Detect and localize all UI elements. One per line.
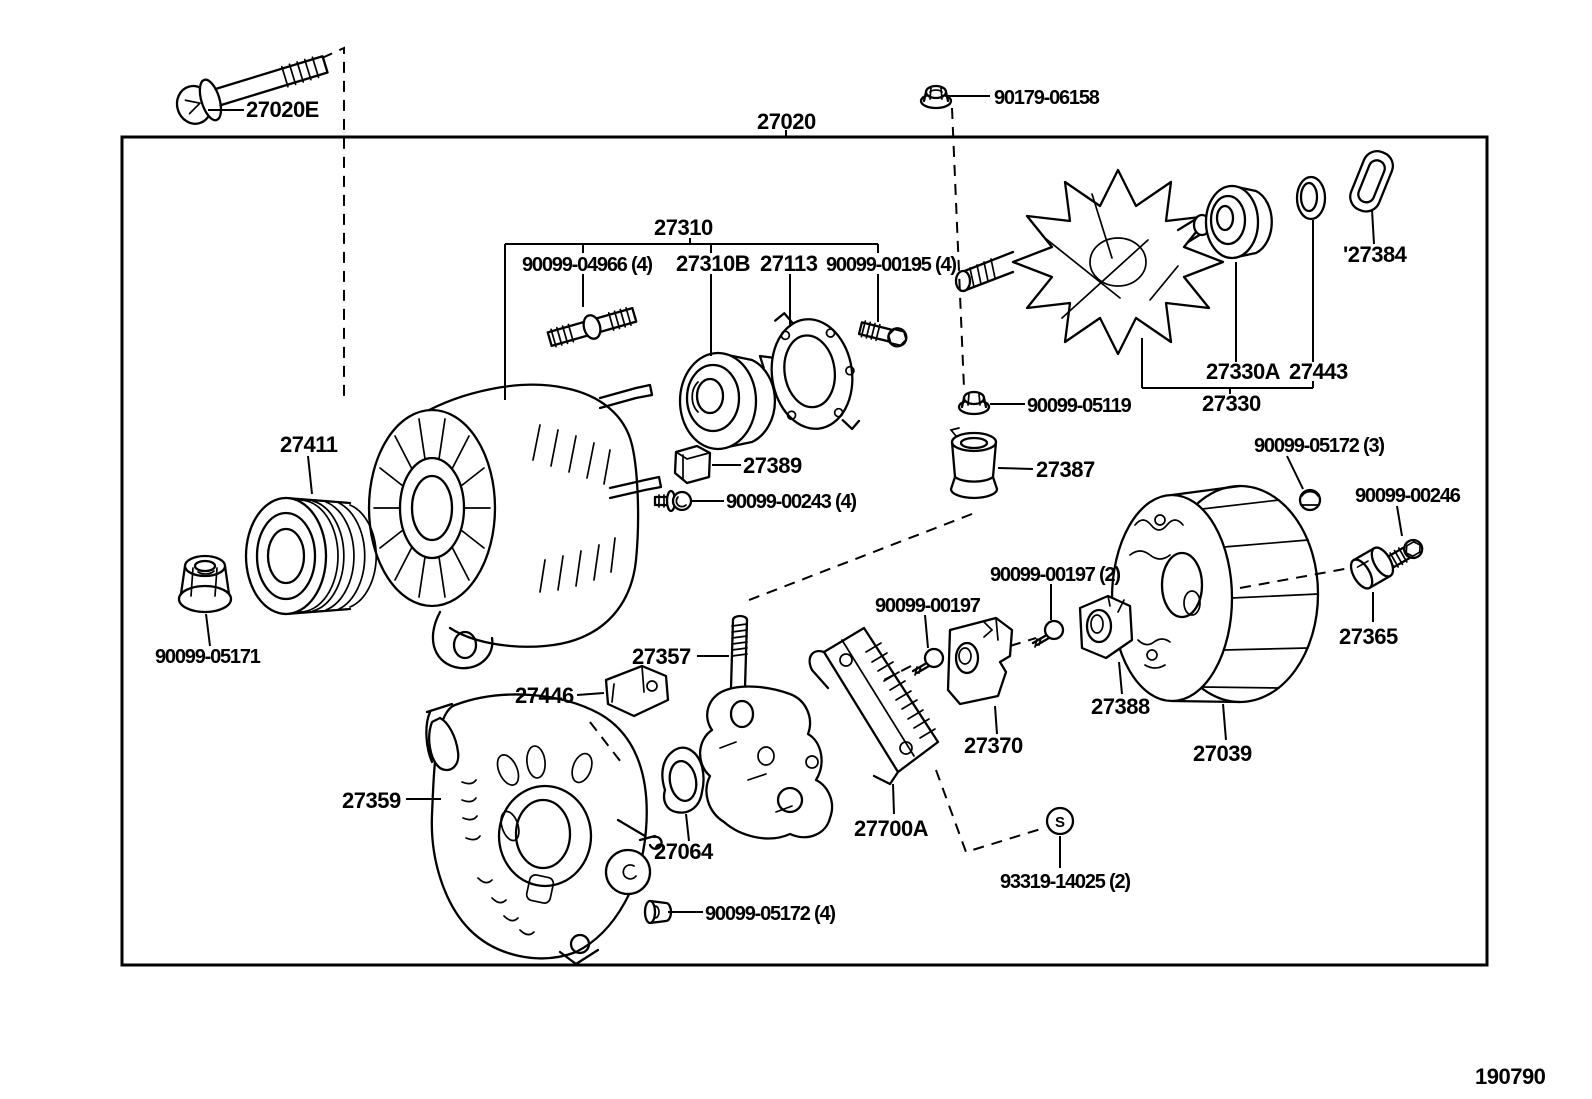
insulator-27388-drawing — [1078, 594, 1134, 660]
brush-holder-27357-drawing — [698, 614, 834, 840]
nut-90099-05119-drawing — [957, 390, 991, 416]
callout-27359: 27359 — [342, 788, 401, 813]
drawing-number: 190790 — [1475, 1064, 1546, 1089]
callout-27064: 27064 — [654, 839, 714, 864]
callout-90099-04966: 90099-04966 (4) — [522, 254, 652, 276]
callout-27700a: 27700A — [854, 816, 929, 841]
s-symbol-label: S — [1055, 814, 1065, 831]
diagram-border-box — [120, 135, 1489, 967]
nut-90099-05172-4-drawing — [643, 899, 673, 925]
callout-90099-05119: 90099-05119 — [1027, 395, 1132, 417]
ring-27443-drawing — [1295, 175, 1327, 221]
cap-27365-drawing — [1349, 546, 1395, 590]
regulator-27370-drawing — [946, 616, 1014, 706]
screw-90099-00197-b-drawing — [1031, 619, 1065, 648]
rear-cover-27039-drawing — [1110, 484, 1320, 704]
nut-90179-06158-drawing — [919, 84, 953, 110]
callout-93319-14025: 93319-14025 (2) — [1000, 871, 1130, 893]
callout-27357: 27357 — [632, 644, 691, 669]
leader-lines — [205, 95, 1403, 913]
callout-27039: 27039 — [1193, 741, 1252, 766]
callout-90099-00195: 90099-00195 (4) — [826, 254, 956, 276]
bearing-27310b-drawing — [678, 351, 777, 451]
callout-27310: 27310 — [654, 215, 713, 240]
rotor-drawing — [954, 168, 1225, 356]
screw-marker-s: S — [1045, 806, 1075, 836]
callout-27443: 27443 — [1289, 359, 1348, 384]
insulator-27389-drawing — [673, 444, 712, 485]
callout-90099-00243: 90099-00243 (4) — [726, 491, 856, 513]
bolt-90099-00195-drawing — [857, 320, 908, 348]
rear-housing-27359-drawing — [425, 693, 663, 966]
callout-27370: 27370 — [964, 733, 1023, 758]
block-27446-drawing — [604, 664, 670, 718]
screw-90099-00197-a-drawing — [911, 647, 945, 676]
callout-27330: 27330 — [1202, 391, 1261, 416]
nut-90099-05172-3-drawing — [1298, 488, 1322, 512]
rectifier-27700a-drawing — [808, 626, 940, 786]
callout-27411: 27411 — [280, 432, 338, 457]
callout-27020: 27020 — [757, 109, 816, 134]
grommet-27064-drawing — [661, 746, 705, 814]
bearing-27330a-drawing — [1204, 184, 1273, 260]
callout-27365: 27365 — [1339, 624, 1398, 649]
callout-27310b: 27310B — [676, 251, 750, 276]
screw-90099-00243-drawing — [653, 489, 693, 513]
callout-labels: 27020E 90179-06158 27020 27310 90099-049… — [155, 87, 1546, 1089]
callout-27446: 27446 — [515, 683, 574, 708]
cup-27387-drawing — [949, 427, 999, 500]
callout-90099-00246: 90099-00246 — [1355, 485, 1461, 507]
callout-90099-05171: 90099-05171 — [155, 646, 261, 668]
callout-90099-05172-3: 90099-05172 (3) — [1254, 435, 1384, 457]
callout-27113: 27113 — [760, 251, 818, 276]
front-housing-fan-drawing — [367, 383, 663, 670]
callout-27330a: 27330A — [1206, 359, 1281, 384]
pulley-27411-drawing — [244, 496, 377, 616]
callout-27387: 27387 — [1036, 457, 1095, 482]
callout-27388: 27388 — [1091, 694, 1150, 719]
assembly-dashed-lines — [321, 46, 1351, 854]
callout-90179-06158: 90179-06158 — [994, 87, 1100, 109]
callout-27389: 27389 — [743, 453, 802, 478]
seal-27384-drawing — [1349, 150, 1394, 213]
callout-27384: '27384 — [1343, 242, 1408, 267]
nut-90099-05171-drawing — [177, 554, 233, 614]
callout-90099-00197: 90099-00197 — [875, 595, 981, 617]
callout-27020e: 27020E — [246, 97, 319, 122]
callout-90099-05172-4: 90099-05172 (4) — [705, 903, 835, 925]
stud-90099-04966-drawing — [546, 306, 638, 348]
callout-90099-00197-2: 90099-00197 (2) — [990, 564, 1120, 586]
